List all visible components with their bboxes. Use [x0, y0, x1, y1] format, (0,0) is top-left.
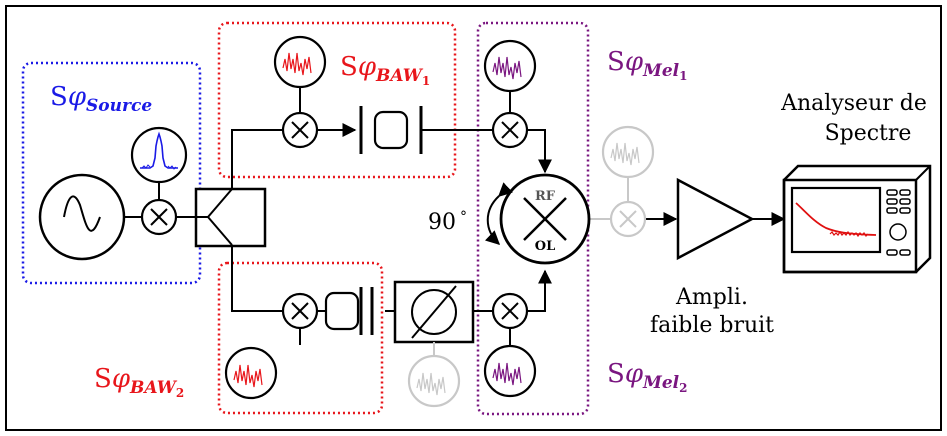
- analyzer-label-line2: Spectre: [825, 121, 912, 146]
- s-phi-mel2-label: SφMel2: [607, 359, 687, 395]
- analyzer-label-line1: Analyseur de: [780, 91, 927, 116]
- baw1-noise-icon: [273, 35, 327, 89]
- output-mixer-icon: [609, 200, 647, 238]
- phase-shifter-noise-icon: [407, 342, 461, 408]
- rf-ol-mixer-icon: [499, 173, 591, 265]
- mel2-noise-icon: [483, 344, 537, 398]
- mel1-noise-icon: [483, 39, 537, 93]
- spectrum-analyzer-icon: [782, 164, 932, 274]
- s-phi-baw1-label: SφBAW1: [340, 52, 430, 88]
- phase-angle-label: 90°: [428, 209, 467, 235]
- phase-rotation-arrow-icon: [485, 182, 513, 245]
- amplifier-label-line1: Ampli.: [675, 285, 748, 310]
- amplifier-label-line2: faible bruit: [650, 313, 774, 338]
- mel-group-box: [476, 21, 590, 416]
- rf-port-label: RF: [535, 189, 556, 204]
- baw2-mixer-icon: [281, 292, 319, 330]
- source-mixer-icon: [140, 198, 178, 236]
- baw-resonator-1-icon: [359, 106, 432, 154]
- baw1-group-box: [217, 21, 457, 179]
- power-splitter-icon: [194, 187, 267, 248]
- amplifier-icon: [676, 177, 755, 261]
- ol-port-label: OL: [535, 239, 555, 254]
- baw-resonator-2-icon: [324, 287, 374, 335]
- phase-shifter-icon: [393, 280, 475, 344]
- wires: [124, 87, 786, 345]
- mel1-mixer-icon: [491, 111, 529, 149]
- s-phi-source-label: SφSource: [50, 82, 152, 116]
- s-phi-mel1-label: SφMel1: [607, 47, 687, 83]
- baw1-mixer-icon: [281, 111, 319, 149]
- baw2-group-box: [217, 261, 384, 415]
- output-noise-icon: [601, 125, 655, 202]
- source-spectrum-icon: [130, 126, 188, 184]
- baw2-noise-icon: [224, 346, 278, 400]
- outer-frame: [5, 5, 942, 431]
- mel2-mixer-icon: [491, 292, 529, 330]
- signal-generator-icon: [38, 173, 126, 261]
- s-phi-baw2-label: SφBAW2: [94, 364, 184, 400]
- source-group-box: [21, 61, 202, 285]
